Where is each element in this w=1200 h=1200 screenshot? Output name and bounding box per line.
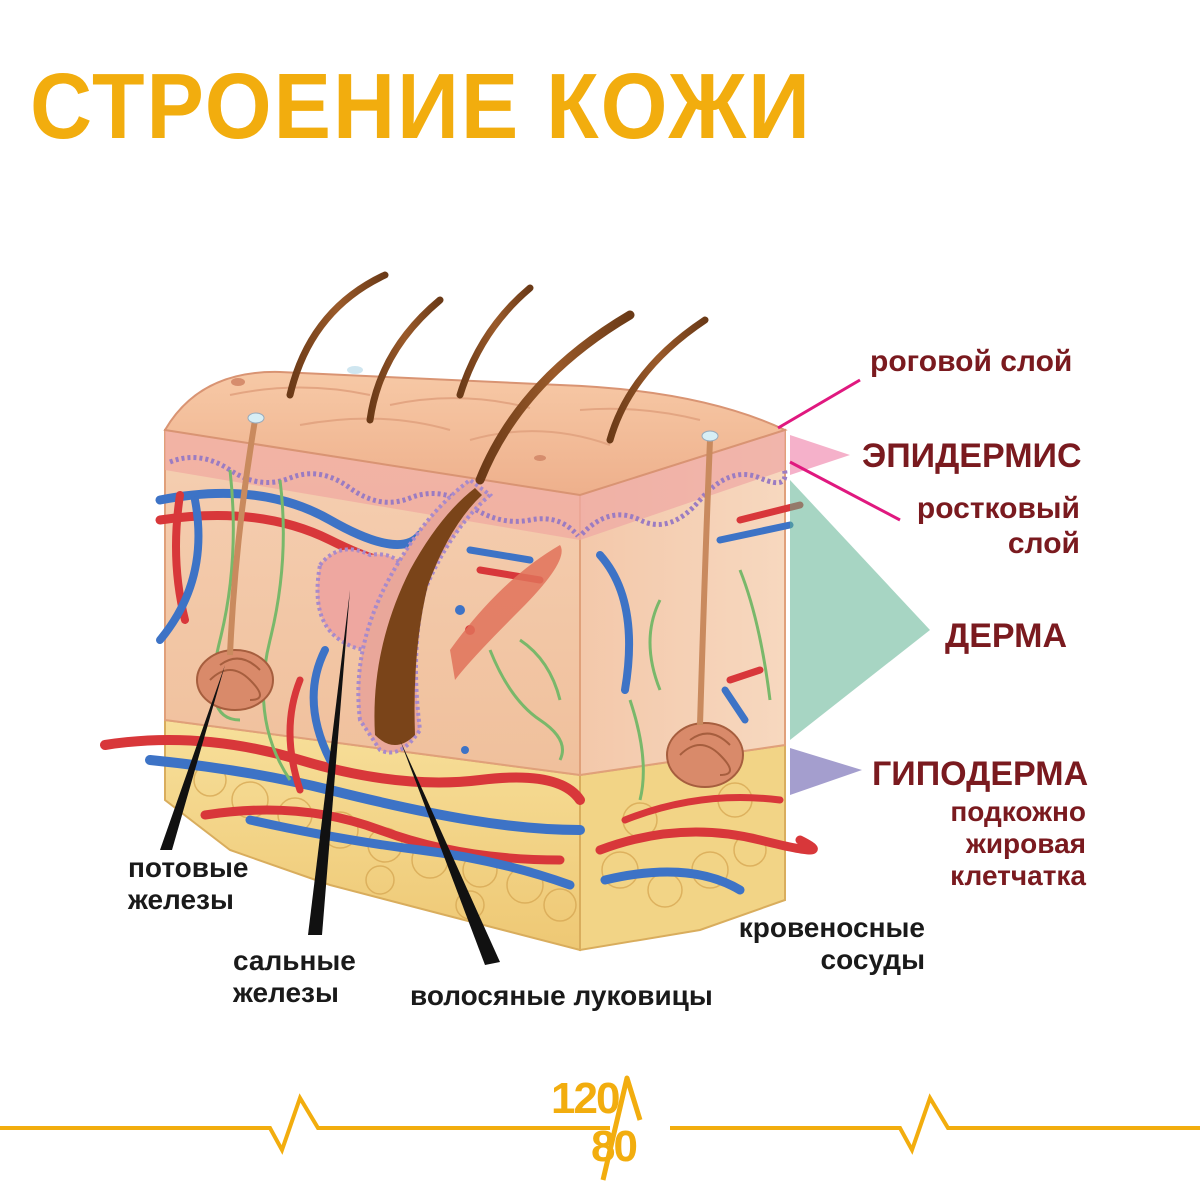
label-vessels-line1: кровеносные — [738, 912, 925, 943]
brand-logo: 120 80 — [545, 1070, 675, 1190]
label-vessels-line2: сосуды — [820, 944, 925, 976]
hypodermis-arrow — [790, 748, 862, 795]
ecg-line — [0, 1093, 1200, 1155]
label-epidermis: ЭПИДЕРМИС — [862, 437, 1082, 475]
label-subcut-line3: клетчатка — [950, 860, 1086, 892]
logo-bottom-number: 80 — [591, 1122, 638, 1171]
label-subcutaneous-fat: подкожно жировая клетчатка — [880, 796, 1086, 893]
label-stratum-corneum: роговой слой — [870, 345, 1073, 378]
label-subcut-line2: жировая — [965, 828, 1086, 860]
epidermis-arrow — [790, 435, 850, 475]
label-sweat-glands: потовые железы — [128, 852, 248, 916]
label-germinal-line1: ростковый — [916, 492, 1080, 525]
dermis-arrow — [790, 480, 930, 740]
logo-pulse-icon — [600, 1075, 643, 1181]
label-sebaceous-line2: железы — [233, 977, 339, 1009]
label-sweat-line1: потовые — [128, 852, 249, 883]
page-title: СТРОЕНИЕ КОЖИ — [30, 54, 812, 159]
hairs — [286, 271, 709, 485]
label-germinal-line2: слой — [1007, 526, 1080, 560]
label-sweat-line2: железы — [128, 884, 234, 916]
label-sebaceous-glands: сальные железы — [233, 945, 356, 1009]
sweat-glands — [196, 412, 744, 788]
label-hypodermis: ГИПОДЕРМА — [872, 755, 1089, 793]
label-hair-bulbs: волосяные луковицы — [410, 980, 713, 1011]
label-sebaceous-line1: сальные — [233, 945, 356, 976]
arrector-muscle — [450, 545, 562, 680]
label-blood-vessels: кровеносные сосуды — [700, 912, 925, 976]
skin-surface — [163, 366, 788, 497]
label-dermis: ДЕРМА — [945, 617, 1068, 655]
germinal-pointer — [789, 460, 901, 522]
layer-brackets — [777, 378, 930, 795]
nerves — [211, 469, 772, 801]
label-germinal-layer: ростковый слой — [880, 492, 1080, 561]
label-subcut-line1: подкожно — [950, 796, 1086, 827]
blood-vessels — [100, 488, 818, 895]
hair-follicle — [356, 477, 494, 755]
dermis-block — [164, 428, 788, 777]
corneum-pointer — [777, 378, 861, 430]
callout-wedges — [160, 590, 500, 965]
logo-top-number: 120 — [551, 1074, 620, 1123]
